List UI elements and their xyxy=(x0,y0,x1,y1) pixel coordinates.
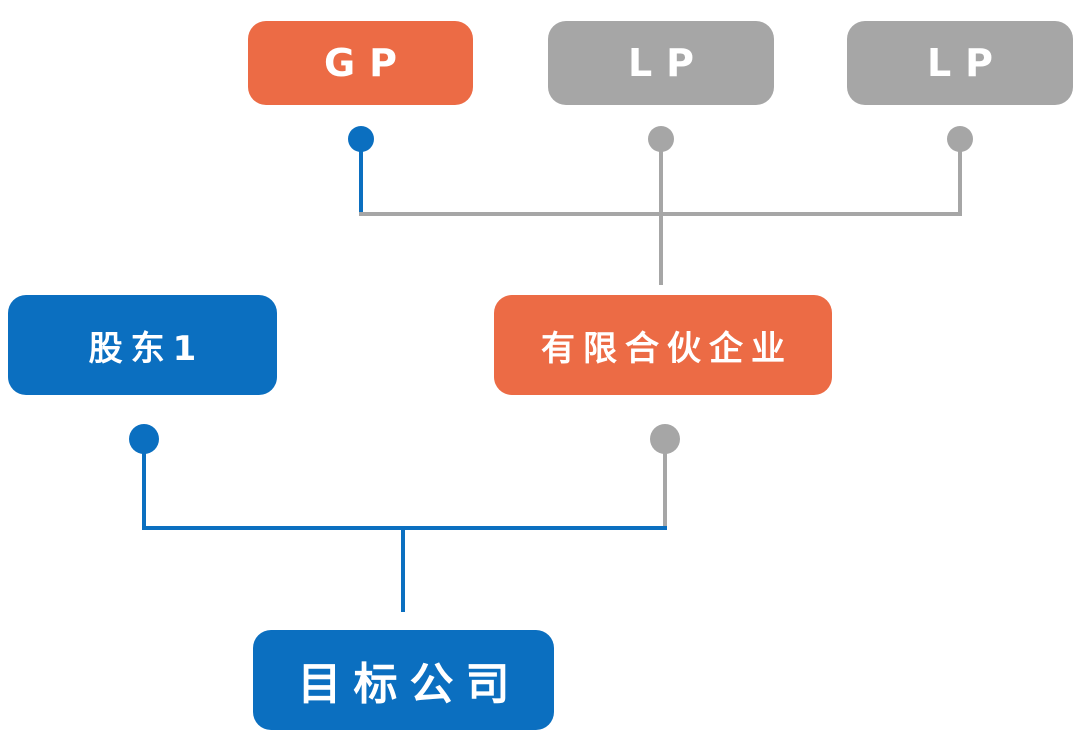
lp2-connector-dot xyxy=(947,126,973,152)
limited-partnership-label: 有限合伙企业 xyxy=(541,328,793,369)
lp-label-1: LP xyxy=(627,41,709,85)
lp-node-1: LP xyxy=(548,21,774,105)
lp1-connector-dot xyxy=(648,126,674,152)
shareholder-connector-dot xyxy=(129,424,159,454)
partnership-connector-dot xyxy=(650,424,680,454)
target-company-label: 目标公司 xyxy=(297,659,522,710)
gp-connector-dot xyxy=(348,126,374,152)
gp-label: GP xyxy=(323,41,412,85)
limited-partnership-node: 有限合伙企业 xyxy=(494,295,832,395)
target-company-node: 目标公司 xyxy=(253,630,554,730)
gp-node: GP xyxy=(248,21,473,105)
shareholder-node: 股东1 xyxy=(8,295,277,395)
lp-label-2: LP xyxy=(926,41,1008,85)
shareholder-label: 股东1 xyxy=(88,328,205,369)
lp-node-2: LP xyxy=(847,21,1073,105)
